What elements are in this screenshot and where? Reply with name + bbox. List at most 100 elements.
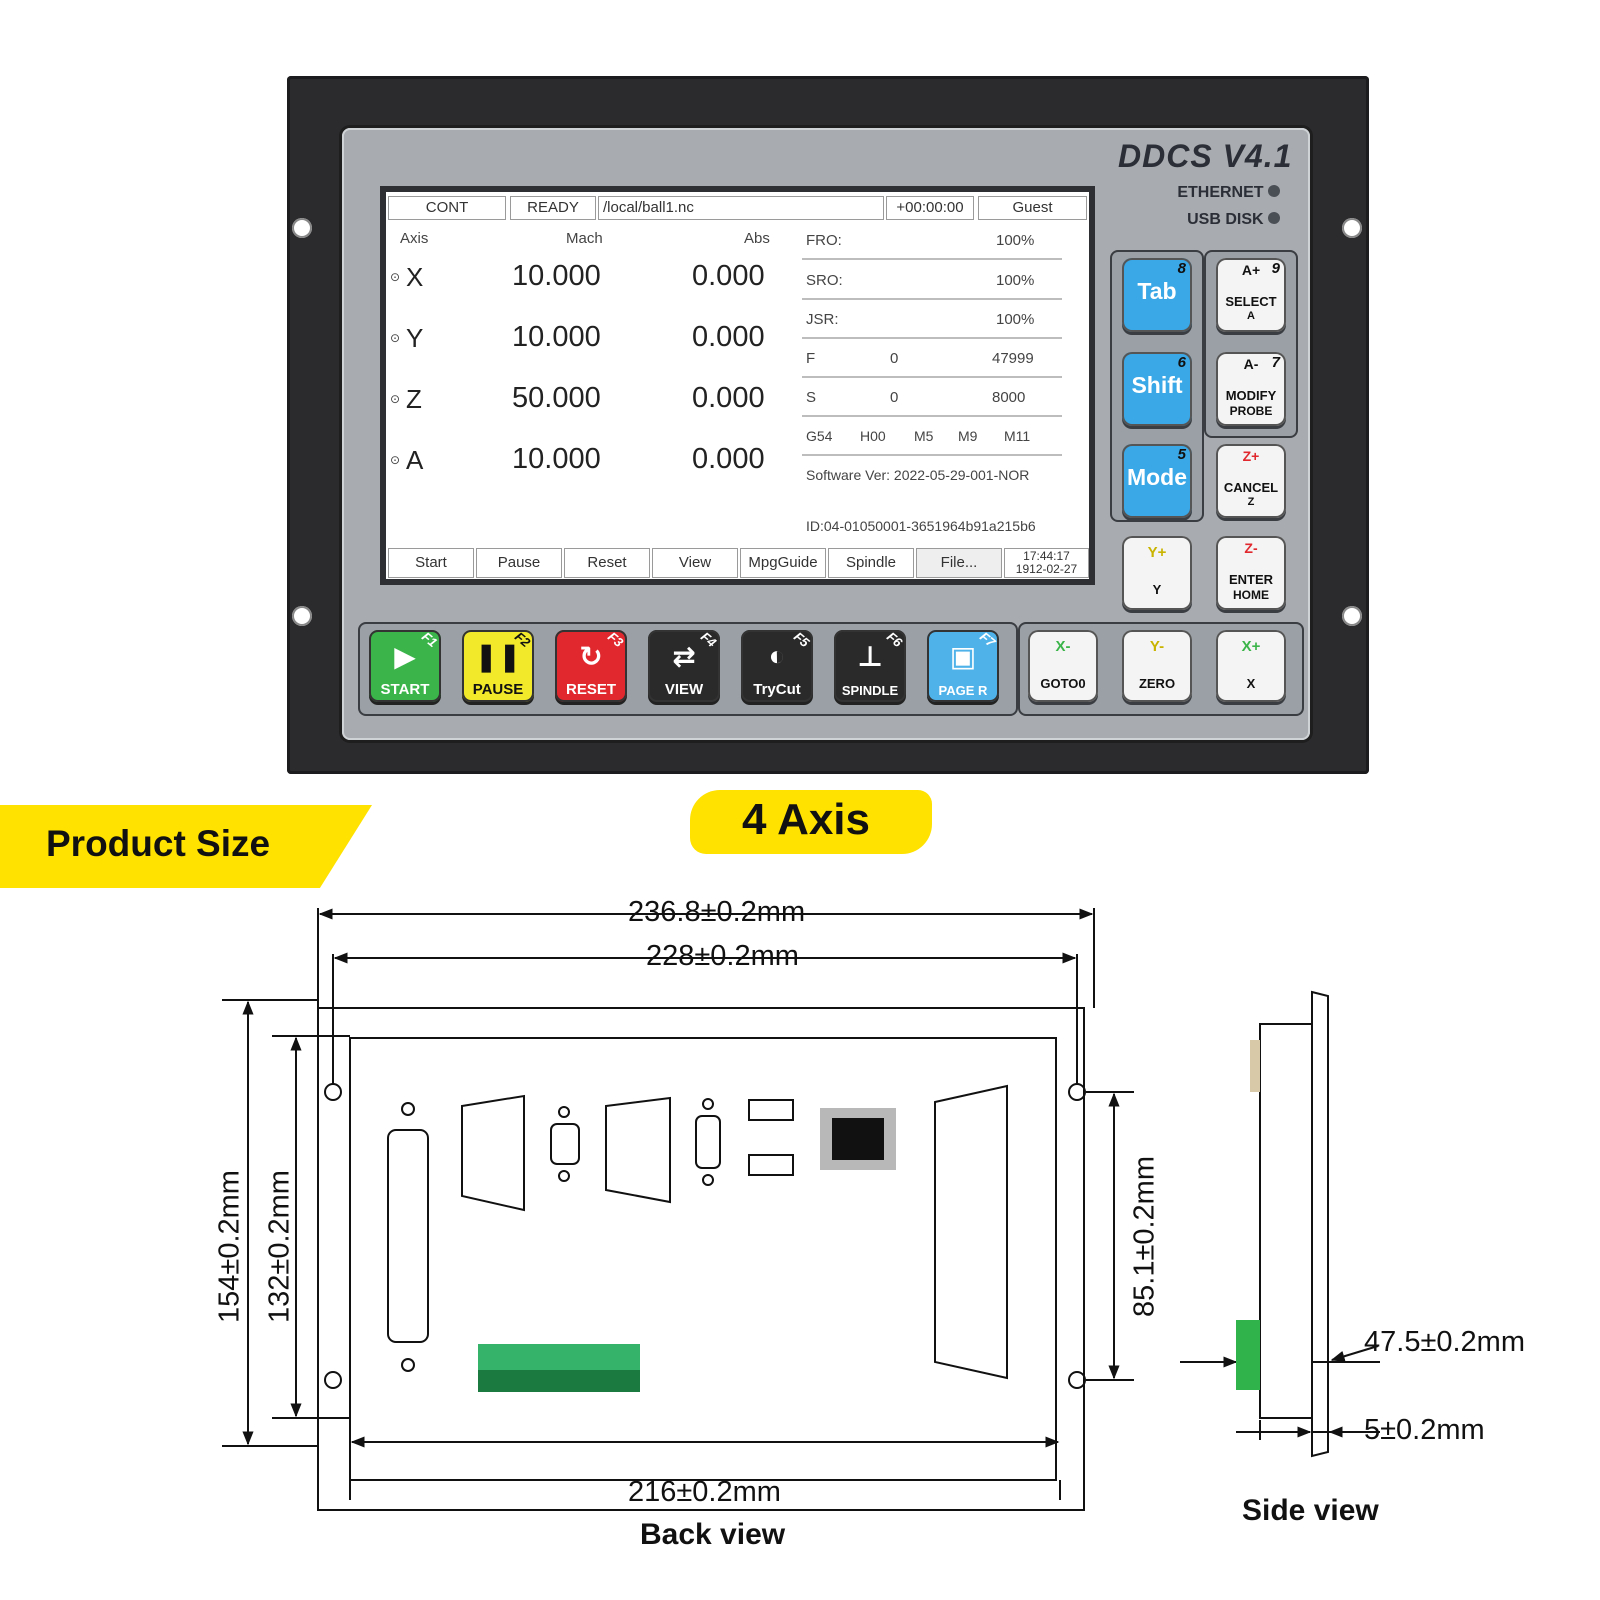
- status-mode: CONT: [388, 196, 506, 220]
- y-plus-arrow-icon: Y+: [1147, 544, 1167, 561]
- mounting-hole: [1342, 218, 1362, 238]
- axis-abs-value: 0.000: [692, 382, 765, 414]
- axis-radio-icon: ⊙: [390, 331, 401, 345]
- x-plus-key[interactable]: X+X: [1216, 630, 1286, 702]
- axis-name: X: [406, 262, 424, 292]
- divider: [802, 376, 1062, 378]
- axis-abs-value: 0.000: [692, 443, 765, 475]
- status-file: /local/ball1.nc: [598, 196, 884, 220]
- dim-outer-height: 154±0.2mm: [213, 1170, 246, 1323]
- softkey-start[interactable]: Start: [388, 548, 474, 578]
- db37-connector: [387, 1129, 429, 1343]
- back-mount-hole: [1068, 1371, 1086, 1389]
- back-body-outline: [349, 1037, 1057, 1481]
- param-label: SRO:: [806, 272, 843, 289]
- back-mount-hole: [1068, 1083, 1086, 1101]
- mounting-hole: [1342, 606, 1362, 626]
- divider: [802, 298, 1062, 300]
- product-size-banner: [0, 805, 372, 888]
- zero-key[interactable]: Y-ZERO: [1122, 630, 1192, 702]
- axis-abs-value: 0.000: [692, 260, 765, 292]
- reset-icon: ↻: [579, 641, 603, 672]
- play-icon: ▶: [394, 641, 416, 672]
- z-minus-arrow-icon: Z-: [1244, 540, 1258, 556]
- dim-outer-width: 236.8±0.2mm: [628, 896, 806, 928]
- dim-hole-height: 85.1±0.2mm: [1128, 1156, 1161, 1317]
- side-view-outline: [1180, 990, 1380, 1458]
- dimension-drawing: [222, 908, 1380, 1511]
- dial-icon: ◐: [768, 640, 786, 671]
- goto0-key[interactable]: X-GOTO0: [1028, 630, 1098, 702]
- db15-connector: [461, 1094, 525, 1212]
- param-label: FRO:: [806, 232, 842, 249]
- param-mid: 0: [890, 350, 899, 367]
- spindle-icon: ⊥: [857, 641, 883, 672]
- device-id: ID:04-01050001-3651964b91a215b6: [806, 518, 1036, 534]
- product-size-label: Product Size: [46, 823, 271, 864]
- page-icon: ▣: [949, 641, 977, 672]
- x-minus-arrow-icon: X-: [1055, 638, 1071, 655]
- axis-name: Z: [406, 384, 422, 414]
- x-plus-arrow-icon: X+: [1241, 638, 1261, 655]
- param-label: S: [806, 389, 817, 406]
- softkey-file[interactable]: File...: [916, 548, 1002, 578]
- gcode-m5: M5: [914, 428, 934, 444]
- softkey-mpgguide[interactable]: MpgGuide: [740, 548, 826, 578]
- back-view-caption: Back view: [640, 1518, 786, 1551]
- mounting-hole: [292, 606, 312, 626]
- back-plate-outline: [317, 1007, 1085, 1511]
- clock-time: 17:44:17: [1023, 549, 1070, 563]
- divider: [802, 415, 1062, 417]
- brand-logo: DDCS V4.1: [1118, 138, 1293, 174]
- back-mount-hole: [324, 1371, 342, 1389]
- softkey-view[interactable]: View: [652, 548, 738, 578]
- axis-radio-icon: ⊙: [390, 270, 401, 284]
- softkey-pause[interactable]: Pause: [476, 548, 562, 578]
- axis-abs-value: 0.000: [692, 321, 765, 353]
- param-value: 100%: [996, 311, 1035, 328]
- softkey-spindle[interactable]: Spindle: [828, 548, 914, 578]
- header-abs: Abs: [744, 230, 770, 247]
- axis-radio-icon: ⊙: [390, 453, 401, 467]
- axis-mach-value: 50.000: [512, 382, 601, 414]
- param-mid: 0: [890, 389, 899, 406]
- param-label: F: [806, 350, 816, 367]
- gcode-m11: M11: [1004, 428, 1031, 444]
- gcode-h00: H00: [860, 428, 886, 444]
- pause-icon: ❚❚: [474, 641, 522, 672]
- divider: [802, 454, 1062, 456]
- axis-mach-value: 10.000: [512, 443, 601, 475]
- status-state: READY: [510, 196, 596, 220]
- gcode-m9: M9: [958, 428, 978, 444]
- param-value: 100%: [996, 232, 1035, 249]
- param-value: 47999: [992, 350, 1034, 367]
- usb-led-icon: [1268, 212, 1280, 224]
- y-plus-key[interactable]: Y+Y: [1122, 536, 1192, 610]
- divider: [802, 258, 1062, 260]
- param-value: 8000: [992, 389, 1026, 406]
- status-user: Guest: [978, 196, 1087, 220]
- dim-body-width: 216±0.2mm: [628, 1476, 781, 1508]
- z-plus-arrow-icon: Z+: [1242, 448, 1260, 464]
- software-version: Software Ver: 2022-05-29-001-NOR: [806, 467, 1030, 483]
- dim-body-height: 132±0.2mm: [263, 1170, 296, 1323]
- status-timer: +00:00:00: [886, 196, 974, 220]
- y-minus-arrow-icon: Y-: [1149, 638, 1165, 655]
- param-value: 100%: [996, 272, 1035, 289]
- softkey-reset[interactable]: Reset: [564, 548, 650, 578]
